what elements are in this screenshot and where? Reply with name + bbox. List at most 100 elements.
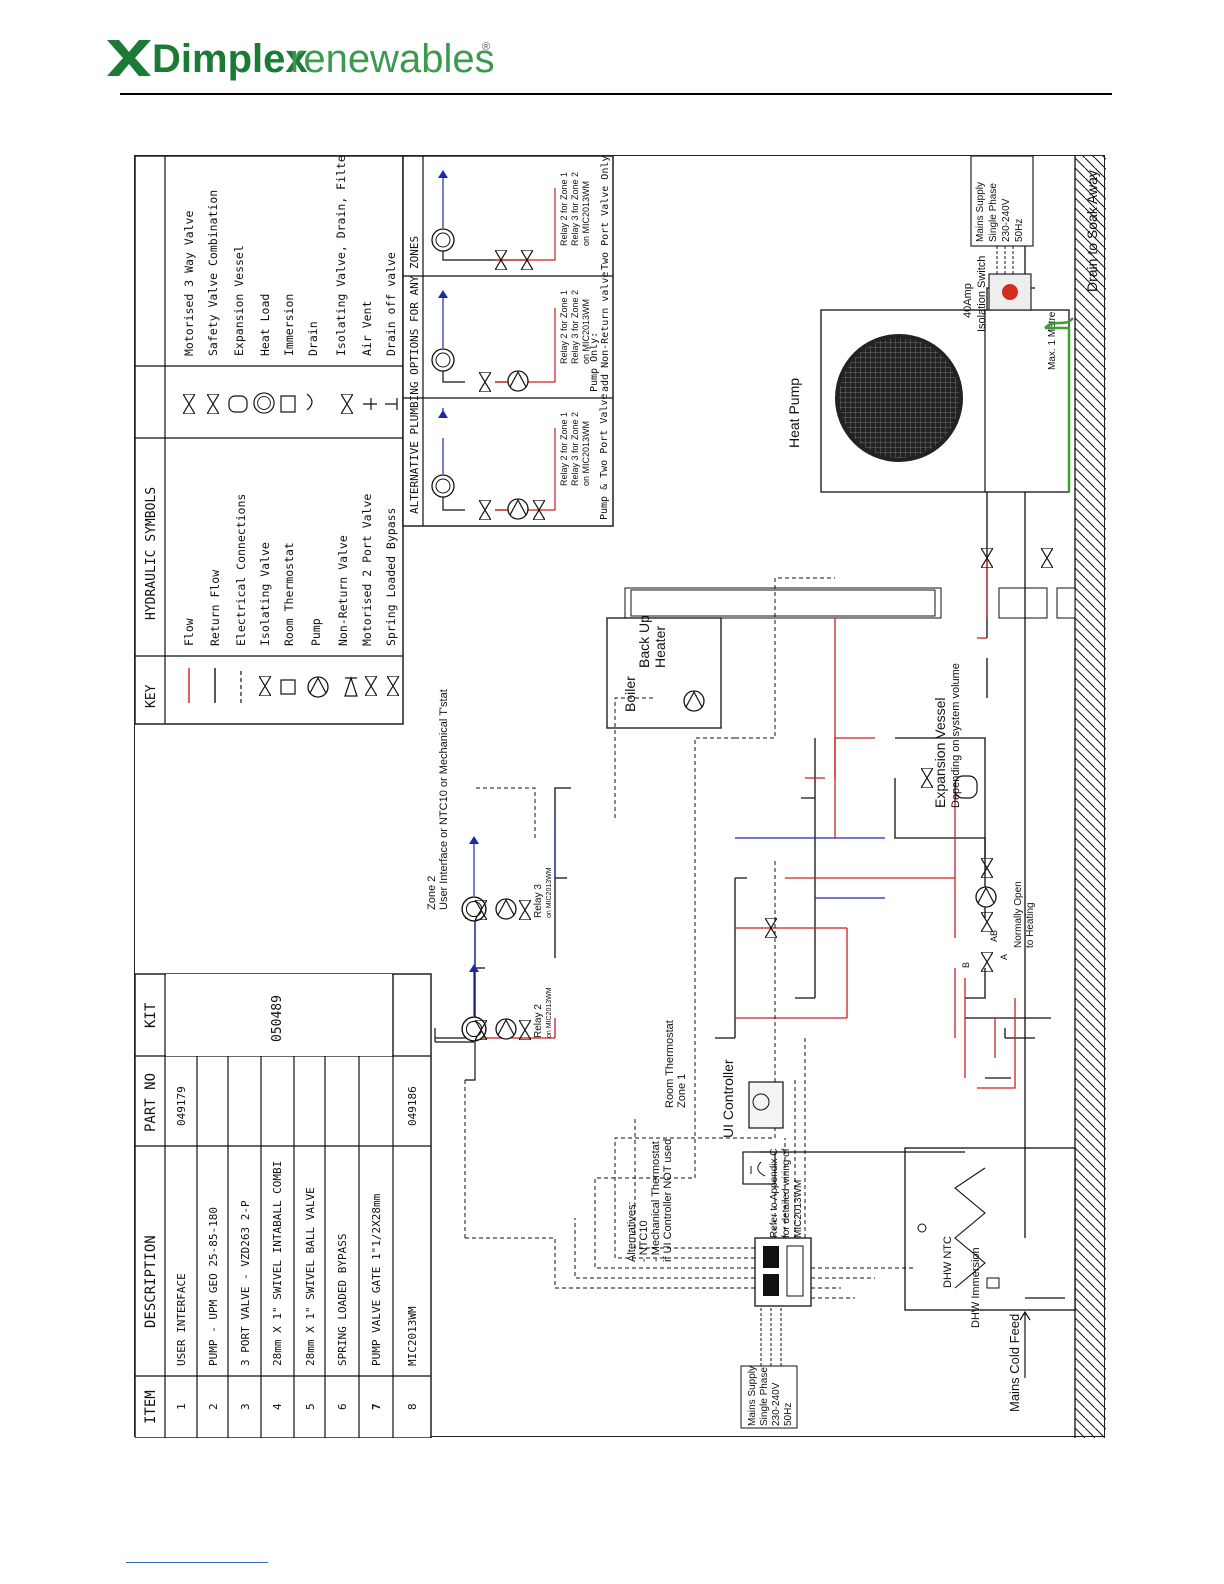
col-item-header: ITEM — [143, 1390, 159, 1424]
radiator-blocks — [624, 587, 1076, 619]
mic2013wm-controller — [754, 1237, 812, 1307]
alt-relay-line: on MIC2013WM — [581, 421, 591, 486]
alt-relay-line: Relay 2 for Zone 1 — [559, 290, 569, 364]
key-label: Isolating Valve — [258, 542, 272, 646]
heat-pump-label: Heat Pump — [786, 378, 802, 448]
pump-icon — [495, 1018, 517, 1040]
key-label: Room Thermostat — [282, 542, 296, 646]
heat-load-icon — [253, 392, 275, 414]
zone1-label: Zone 1 — [676, 1074, 688, 1108]
kit-number: 050489 — [270, 995, 285, 1042]
relay3-label: Relay 3 — [533, 884, 544, 918]
heat-pump-schematic: ITEM DESCRIPTION PART NO KIT 1 2 3 4 5 6… — [135, 156, 1106, 1438]
registered-mark: ® — [482, 41, 490, 53]
alt-caption: Two Port Valve Only — [600, 156, 611, 270]
key-label: Pump — [309, 618, 323, 646]
dhw-immersion-label: DHW Immersion — [970, 1247, 982, 1328]
mains-supply-line: 50Hz — [783, 1403, 794, 1426]
table-row-item: 3 — [239, 1403, 252, 1410]
return-arrow-icon — [438, 170, 448, 178]
max-metre-label: Max. 1 Metre — [1047, 311, 1058, 370]
isolation-switch-icon — [1002, 284, 1018, 300]
key-symbols-col1 — [188, 668, 399, 703]
key-label: Heat Load — [258, 294, 272, 356]
mains-cable — [760, 1306, 782, 1366]
room-thermostat-icon — [280, 679, 296, 695]
alt-panel-two-port-only: Relay 2 for Zone 1 Relay 3 for Zone 2 on… — [431, 156, 611, 270]
alt-panel-pump-two-port: Relay 2 for Zone 1 Relay 3 for Zone 2 on… — [431, 394, 610, 520]
schematic-sheet: ITEM DESCRIPTION PART NO KIT 1 2 3 4 5 6… — [134, 155, 1106, 1438]
return-arrow-icon — [438, 290, 448, 298]
zone2-label: Zone 2 — [426, 876, 438, 910]
table-row-partno: 049179 — [175, 1086, 188, 1126]
drain-icon — [306, 393, 313, 411]
key-label: Drain off valve — [384, 252, 398, 356]
valve-port-label: AB — [989, 930, 999, 942]
return-arrow-icon — [438, 410, 448, 418]
heat-load-icon — [431, 474, 455, 498]
drain-pipe — [1044, 317, 1074, 329]
table-row-item: 6 — [336, 1403, 349, 1410]
cold-feed-label: Mains Cold Feed — [1007, 1314, 1022, 1412]
key-label: Isolating Valve, Drain, Filter — [334, 156, 348, 356]
isolating-valve-icon — [519, 900, 531, 920]
electrical-wiring — [464, 577, 915, 1299]
table-row-description: PUMP VALVE GATE 1"1/2X28mm — [370, 1193, 383, 1366]
relay2-sub-label: on MIC2013WM — [546, 987, 553, 1038]
table-row-item: 7 — [370, 1403, 383, 1410]
isolating-valve-icon — [981, 858, 993, 878]
table-row-partno: 049186 — [406, 1086, 419, 1126]
refer-label: for detailed wiring of — [781, 1148, 792, 1238]
alt-relay-line: Relay 3 for Zone 2 — [570, 290, 580, 364]
user-interface-label: User Interface or NTC10 or Mechanical T'… — [438, 689, 450, 910]
table-row-item: 2 — [207, 1403, 220, 1410]
exp-vessel-label: Expansion Vessel — [932, 697, 948, 808]
isolation-switch: 40Amp Isolation Switch — [962, 256, 1032, 332]
key-label: Expansion Vessel — [232, 245, 246, 356]
boiler: Boiler Back Up Heater — [606, 615, 722, 729]
table-row-description: PUMP - UPM GEO 25-85-180 — [207, 1207, 220, 1366]
footer-link-underline[interactable] — [126, 1562, 268, 1563]
normally-open-label: Normally Open — [1013, 881, 1024, 948]
controller-display-icon — [763, 1274, 779, 1296]
alternatives-label: - Mechanical Thermostat — [650, 1141, 662, 1262]
iso-switch-label: 40Amp — [962, 283, 974, 318]
table-row-description: MIC2013WM — [406, 1306, 419, 1366]
backup-heater-label: Heater — [652, 626, 668, 668]
boiler-label: Boiler — [622, 676, 638, 712]
key-label: Immersion — [282, 294, 296, 356]
alternatives-label: - NTC10 — [638, 1220, 650, 1262]
key-label: Air Vent — [360, 301, 374, 356]
alternatives-label: if UI Controller NOT used — [662, 1139, 674, 1262]
table-row-item: 4 — [271, 1403, 284, 1410]
key-title: KEY — [144, 684, 159, 708]
brand-suffix: renewables — [290, 37, 495, 81]
key-panel: KEY HYDRAULIC SYMBOLS Flow Return Flow E… — [135, 156, 404, 725]
col-partno-header: PART NO — [143, 1073, 159, 1132]
return-arrow-icon — [469, 964, 479, 972]
col-description-header: DESCRIPTION — [143, 1235, 159, 1328]
drain-label: Drain to Soak Away — [1084, 170, 1100, 292]
pump-icon — [507, 370, 529, 392]
table-row-description: USER INTERFACE — [175, 1273, 188, 1366]
key-label: Return Flow — [208, 570, 222, 646]
mains-supply-line: 230-240V — [771, 1382, 782, 1426]
key-label: Flow — [182, 618, 196, 646]
table-row-description: SPRING LOADED BYPASS — [336, 1234, 349, 1366]
table-row-description: 3 PORT VALVE - VZD263 2-P — [239, 1200, 252, 1366]
alt-caption: add Non-Return valve — [600, 272, 611, 392]
exp-vessel-sub-label: Depending on system volume — [950, 663, 962, 808]
mains-supply-line: Single Phase — [759, 1367, 770, 1426]
three-way-valve-icon — [981, 952, 993, 972]
key-label: Safety Valve Combination — [206, 190, 220, 356]
pump-icon — [307, 676, 329, 698]
mains-supply-right: Mains Supply Single Phase 230-240V 50Hz — [970, 156, 1034, 274]
table-row-description: 28mm X 1" SWIVEL INTABALL COMBI — [271, 1161, 284, 1366]
dhw-ntc-label: DHW NTC — [942, 1236, 954, 1288]
relay2-label: Relay 2 — [533, 1004, 544, 1038]
table-row-item: 8 — [406, 1403, 419, 1410]
col-kit-header: KIT — [143, 1002, 159, 1028]
ui-dial-icon — [752, 1093, 770, 1111]
heat-load-icon — [461, 1016, 487, 1042]
expansion-vessel-icon — [228, 395, 248, 413]
